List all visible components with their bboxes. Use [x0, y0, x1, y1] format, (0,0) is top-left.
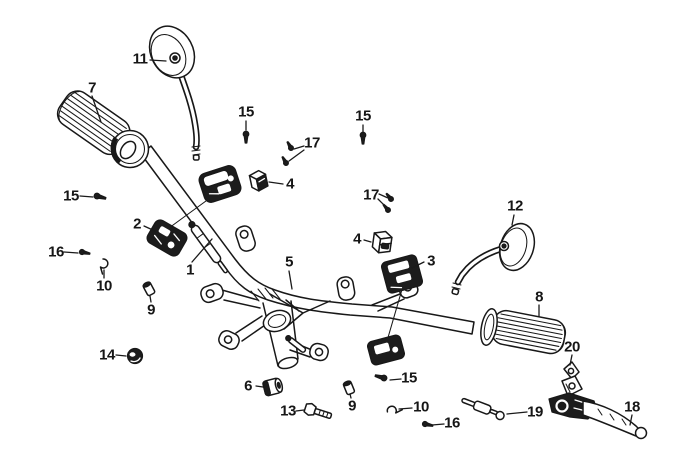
part-label-16-b: 16: [444, 414, 460, 432]
part-label-8: 8: [535, 288, 543, 306]
screw-16-a: [78, 248, 91, 256]
switch-block-right: [371, 230, 393, 254]
damper-right: [342, 380, 356, 396]
part-label-9-a: 9: [147, 301, 155, 319]
part-label-13: 13: [280, 402, 296, 420]
left-grip: [56, 90, 150, 169]
part-label-16-a: 16: [48, 243, 64, 261]
part-label-17-a: 17: [304, 134, 320, 152]
part-label-7: 7: [88, 79, 96, 97]
part-label-9-b: 9: [348, 397, 356, 415]
screw-16-b: [421, 420, 434, 428]
lever-pivot-piece: [561, 361, 583, 397]
part-label-4-b: 4: [353, 230, 361, 248]
part-label-5: 5: [285, 253, 293, 271]
brake-lever-assembly: [548, 361, 648, 440]
left-switch-housing: [146, 165, 242, 257]
part-label-15-d: 15: [401, 369, 417, 387]
part-label-10-b: 10: [413, 398, 429, 416]
part-label-15-a: 15: [238, 103, 254, 121]
cable-hook-right: [386, 405, 404, 414]
part-label-15-b: 15: [355, 107, 371, 125]
right-grip: [480, 308, 567, 355]
flange-nut: [126, 347, 144, 365]
cable-hook-left: [99, 258, 109, 275]
bolt-15-c: [93, 192, 107, 200]
bolt-15-d: [374, 374, 388, 382]
part-label-4-a: 4: [286, 175, 294, 193]
bolt-15-b: [359, 131, 367, 145]
screw-17-b: [281, 156, 290, 167]
part-label-10-a: 10: [96, 277, 112, 295]
handlebar-holder-bracket: [200, 277, 419, 370]
lever-blade: [582, 400, 648, 440]
screw-17-c: [385, 192, 395, 203]
right-switch-housing: [366, 254, 424, 366]
screw-17-a: [286, 141, 295, 152]
part-label-6: 6: [244, 377, 252, 395]
bolt-15-a: [242, 130, 250, 144]
damper-left: [142, 281, 156, 297]
part-label-14: 14: [99, 346, 115, 364]
handlebar-tube: [140, 145, 475, 335]
part-label-11: 11: [132, 50, 148, 68]
part-label-15-c: 15: [63, 187, 79, 205]
right-mirror: [451, 222, 536, 296]
hex-bolt: [303, 402, 333, 420]
switch-block-left: [248, 169, 269, 192]
cable-rod: [461, 397, 505, 421]
left-mirror: [148, 25, 201, 161]
leader-lines: [63, 59, 633, 426]
spacer: [262, 377, 284, 397]
part-label-1: 1: [186, 261, 194, 279]
part-label-19: 19: [527, 403, 543, 421]
part-label-17-b: 17: [363, 186, 379, 204]
part-label-12: 12: [507, 197, 523, 215]
part-label-3: 3: [427, 252, 435, 270]
part-label-2: 2: [133, 215, 141, 233]
part-label-20: 20: [564, 338, 580, 356]
mirror-mount-tab-left: [235, 225, 256, 252]
part-label-18: 18: [624, 398, 640, 416]
mirror-mount-tab-right: [336, 276, 356, 301]
